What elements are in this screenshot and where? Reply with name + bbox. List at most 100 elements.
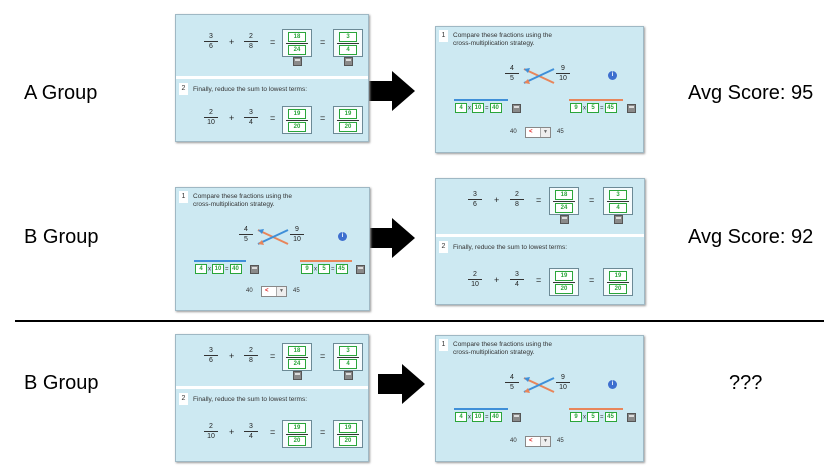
info-icon[interactable]: i (608, 71, 617, 80)
row1-label: A Group (24, 82, 98, 104)
problem-number: 1 (179, 191, 188, 203)
calculator-icon[interactable] (344, 371, 353, 380)
cross-multiply-arrows-icon (523, 68, 555, 84)
problem-number: 2 (439, 241, 448, 253)
calculator-icon[interactable] (512, 104, 521, 113)
plus-sign: + (494, 195, 500, 205)
instruction-line-1: Compare these fractions using the (453, 341, 552, 348)
row2-label: B Group (24, 226, 99, 248)
calculator-icon[interactable] (356, 265, 365, 274)
problem-number: 1 (439, 339, 448, 351)
row2-arrow-icon (368, 218, 415, 258)
chevron-down-icon[interactable]: ▼ (276, 287, 286, 296)
blue-bar (454, 408, 508, 410)
left-value: 40 (510, 129, 517, 135)
problem-number: 2 (179, 393, 188, 405)
equals-sign: = (270, 37, 276, 47)
instruction-text: Finally, reduce the sum to lowest terms: (193, 86, 308, 93)
row1-arrow-icon (368, 71, 415, 111)
row2-score: Avg Score: 92 (688, 226, 814, 248)
problem-number: 2 (179, 83, 188, 95)
calculator-icon[interactable] (293, 57, 302, 66)
left-value: 40 (510, 438, 517, 444)
chevron-down-icon[interactable]: ▼ (540, 128, 550, 137)
calculator-icon[interactable] (250, 265, 259, 274)
orange-bar (300, 260, 352, 262)
compare-select[interactable]: <▼ (525, 436, 551, 447)
plus-sign: + (229, 37, 235, 47)
calculator-icon[interactable] (627, 413, 636, 422)
row1-compare-panel: 1 Compare these fractions using the cros… (435, 26, 644, 153)
plus-sign: + (229, 351, 235, 361)
equals-sign: = (270, 351, 276, 361)
calculator-icon[interactable] (512, 413, 521, 422)
calculator-icon[interactable] (627, 104, 636, 113)
info-icon[interactable]: i (338, 232, 347, 241)
instruction-line-1: Compare these fractions using the (193, 193, 292, 200)
info-icon[interactable]: i (608, 380, 617, 389)
calculator-icon[interactable] (344, 57, 353, 66)
instruction-line-2: cross-multiplication strategy. (193, 201, 275, 208)
instruction-text: Finally, reduce the sum to lowest terms: (193, 396, 308, 403)
instruction-line-2: cross-multiplication strategy. (453, 40, 535, 47)
right-value: 45 (557, 129, 564, 135)
blue-bar (194, 260, 246, 262)
plus-sign: + (494, 275, 500, 285)
calculator-icon[interactable] (614, 215, 623, 224)
calculator-icon[interactable] (293, 371, 302, 380)
left-value: 40 (246, 288, 253, 294)
row3-arrow-icon (378, 364, 425, 404)
row3-label: B Group (24, 372, 99, 394)
row3-score: ??? (729, 372, 763, 394)
chevron-down-icon[interactable]: ▼ (540, 437, 550, 446)
equals-sign: = (270, 427, 276, 437)
row1-score: Avg Score: 95 (688, 82, 814, 104)
equals-sign: = (320, 113, 326, 123)
equals-sign: = (536, 275, 542, 285)
equals-sign: = (270, 113, 276, 123)
plus-sign: + (229, 113, 235, 123)
compare-select[interactable]: <▼ (525, 127, 551, 138)
cross-multiply-arrows-icon (257, 229, 289, 245)
orange-bar (569, 99, 623, 101)
blue-bar (454, 99, 508, 101)
equals-sign: = (320, 351, 326, 361)
sum-bottom-section: 2 Finally, reduce the sum to lowest term… (176, 389, 368, 461)
compare-select[interactable]: <▼ (261, 286, 287, 297)
plus-sign: + (229, 427, 235, 437)
equals-sign: = (589, 275, 595, 285)
right-value: 45 (557, 438, 564, 444)
instruction-line-1: Compare these fractions using the (453, 32, 552, 39)
row2-compare-panel: 1 Compare these fractions using the cros… (175, 187, 370, 311)
calculator-icon[interactable] (560, 215, 569, 224)
